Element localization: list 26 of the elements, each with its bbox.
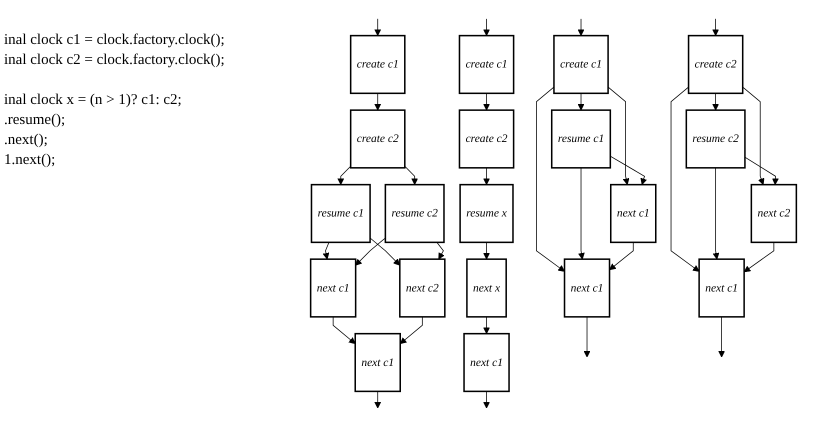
code-line: inal clock c1 = clock.factory.clock(); [4,31,226,50]
process-box: next c1 [564,258,610,318]
process-box: create c1 [553,34,609,94]
code-line: .resume(); [4,111,66,130]
process-box: create c2 [458,109,514,169]
process-box: resume c1 [310,184,371,244]
code-line: inal clock x = (n > 1)? c1: c2; [4,91,183,110]
code-line: inal clock c2 = clock.factory.clock(); [4,51,226,70]
process-box: next c1 [310,258,356,318]
process-box: resume c1 [550,109,612,169]
process-box: next c1 [463,332,510,392]
process-box: resume c2 [384,184,445,244]
process-box: create c1 [458,34,514,94]
process-box: create c2 [688,34,744,94]
process-box: create c2 [350,109,406,169]
code-line: 1.next(); [4,151,56,170]
process-box: resume x [459,184,514,244]
process-box: next c2 [750,184,798,244]
process-box: next x [466,258,507,318]
process-box: next c1 [610,184,657,244]
process-box: next c1 [698,258,745,318]
process-box: create c1 [350,34,406,94]
process-box: resume c2 [686,109,746,169]
process-box: next c1 [354,332,401,392]
process-box: next c2 [399,258,446,318]
code-line: .next(); [4,131,49,150]
